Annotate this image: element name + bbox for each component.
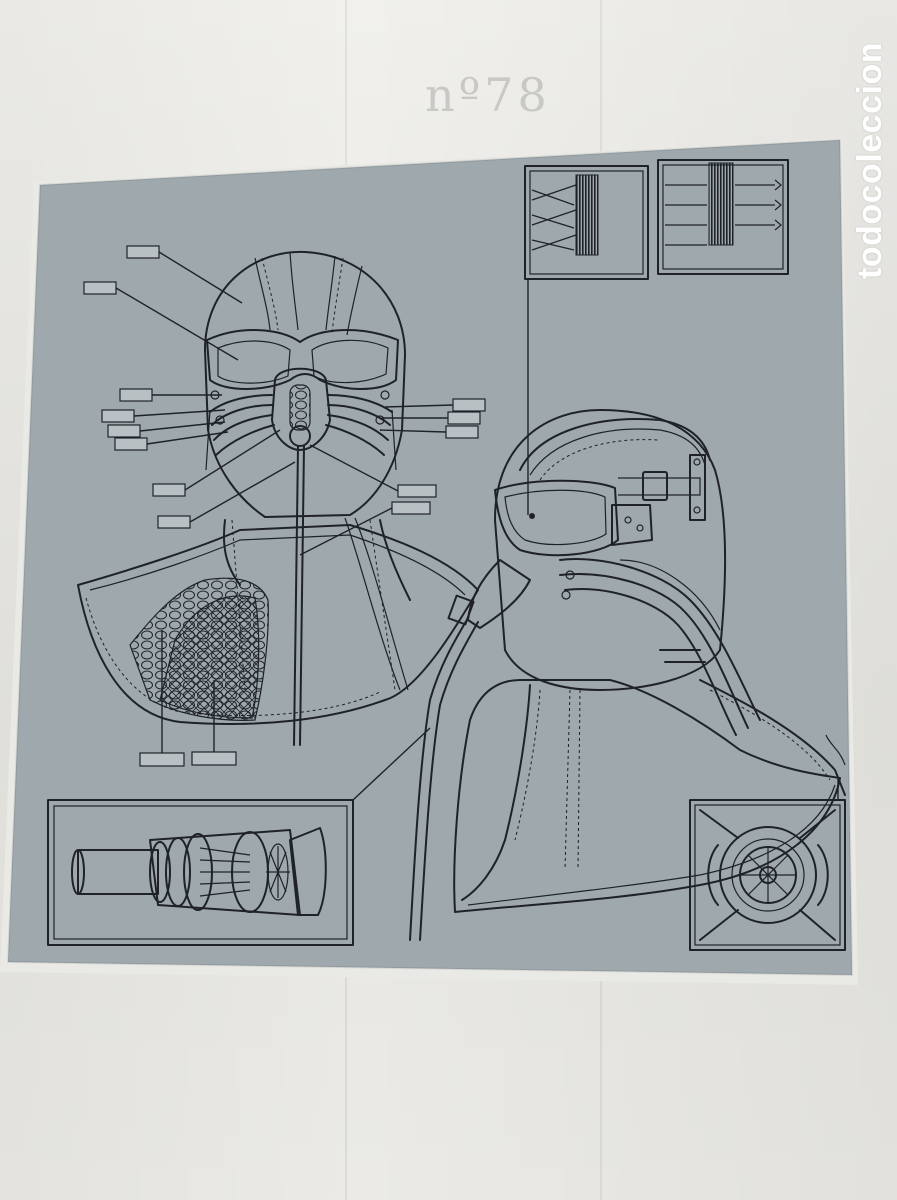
callout-label-box [83, 281, 117, 295]
callout-label-box [447, 411, 481, 425]
callout-label-box [101, 409, 135, 423]
valve-cutaway-inset [47, 727, 431, 946]
callout-label-box [191, 751, 237, 766]
callout-label-box [114, 437, 148, 451]
callout-label-box [139, 752, 185, 767]
breathing-valve-inset [689, 778, 846, 951]
callout-label-box [391, 501, 431, 515]
watermark-text: todocoleccion [850, 41, 889, 279]
callout-label-box [445, 425, 479, 439]
callout-label-box [126, 245, 160, 259]
callout-label-box [397, 484, 437, 498]
paper-sheet [0, 138, 858, 985]
callout-label-box [452, 398, 486, 412]
front-view-callouts [83, 245, 486, 767]
watermark: todocoleccion [847, 10, 893, 310]
pressure-helmet-side-view [409, 409, 846, 941]
callout-label-box [107, 424, 141, 438]
callout-label-box [152, 483, 186, 497]
fabric-stamp-text: nº78 [425, 68, 551, 122]
visor-glass-detail-insets [524, 159, 789, 519]
callout-label-box [157, 515, 191, 529]
pressure-helmet-front-view [77, 250, 479, 746]
callout-label-box [119, 388, 153, 402]
